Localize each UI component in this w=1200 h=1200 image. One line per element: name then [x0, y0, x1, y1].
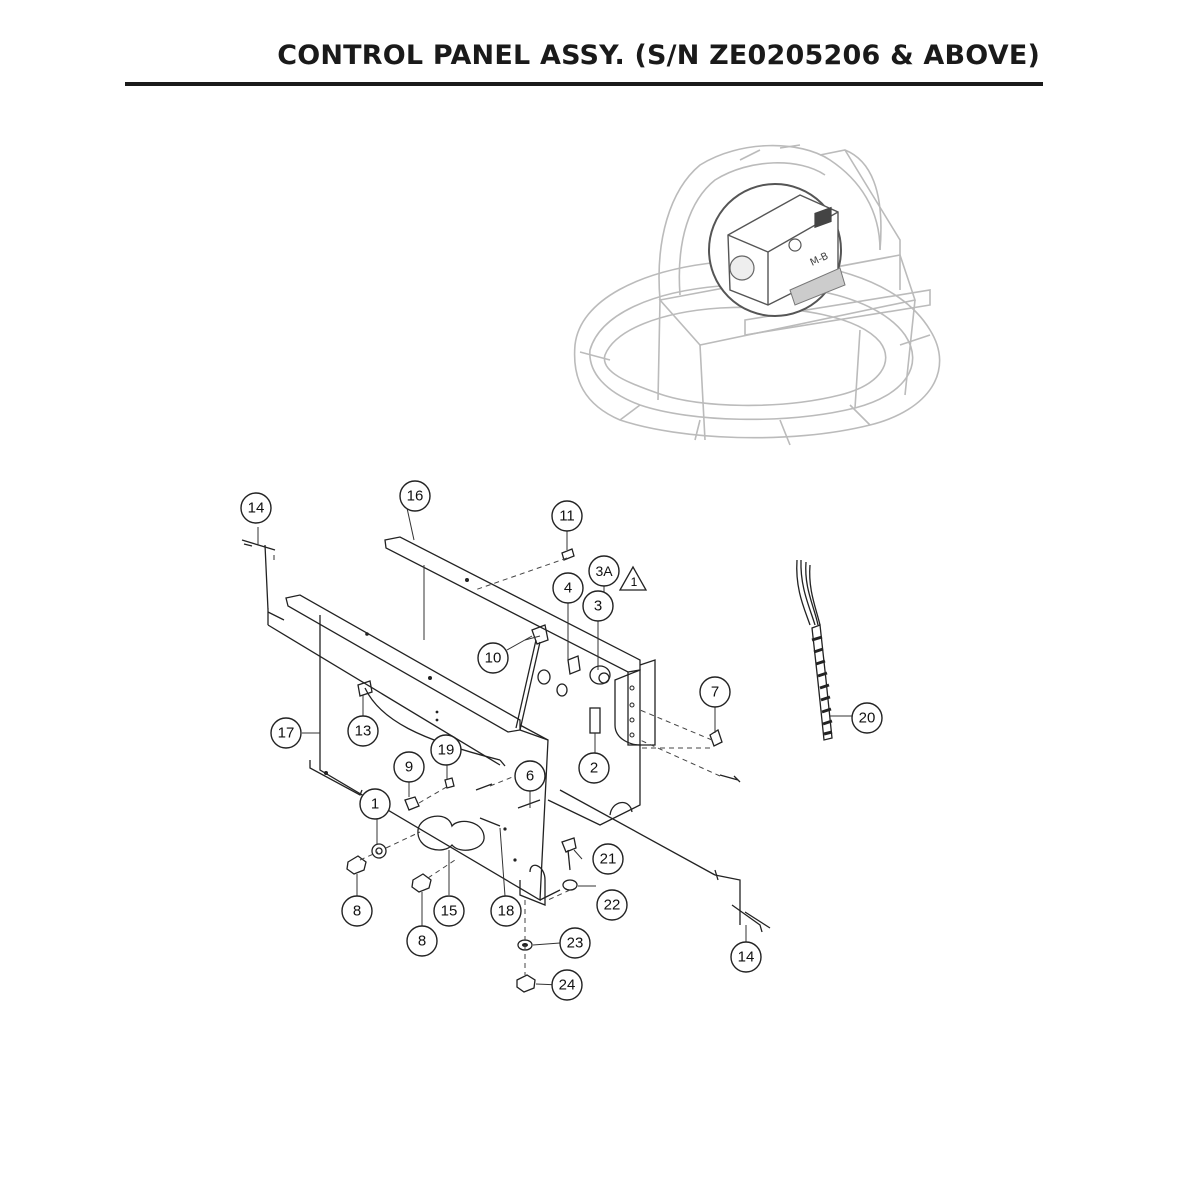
- callout-11: 11: [551, 500, 583, 532]
- svg-text:20: 20: [859, 710, 876, 727]
- callout-3: 3: [582, 590, 614, 622]
- callout-7: 7: [699, 676, 731, 708]
- callout-6: 6: [514, 760, 546, 792]
- callout-4: 4: [552, 572, 584, 604]
- rear-panel-16: [384, 536, 656, 826]
- svg-text:14: 14: [738, 949, 755, 966]
- callout-16: 16: [399, 480, 431, 512]
- svg-text:10: 10: [485, 650, 502, 667]
- svg-text:17: 17: [278, 725, 295, 742]
- callout-10: 10: [477, 642, 509, 674]
- callout-15: 15: [433, 895, 465, 927]
- callout-18: 18: [490, 895, 522, 927]
- svg-text:18: 18: [498, 903, 515, 920]
- svg-text:11: 11: [559, 508, 575, 525]
- callout-22: 22: [596, 889, 628, 921]
- callout-17: 17: [270, 717, 302, 749]
- svg-text:24: 24: [559, 977, 576, 994]
- svg-text:8: 8: [418, 933, 426, 950]
- front-panel-17: [285, 594, 561, 906]
- hardware-parts: [346, 548, 741, 993]
- svg-text:22: 22: [604, 897, 621, 914]
- svg-text:3A: 3A: [595, 563, 613, 579]
- svg-text:14: 14: [248, 500, 265, 517]
- callout-14: 14: [240, 492, 272, 524]
- wire-harness-20: [796, 559, 852, 741]
- svg-text:21: 21: [600, 851, 617, 868]
- note-flag-number: 1: [631, 575, 638, 589]
- callout-23: 23: [559, 927, 591, 959]
- svg-text:7: 7: [711, 684, 719, 701]
- revision-note-flag: 1: [618, 565, 648, 591]
- svg-text:19: 19: [438, 742, 455, 759]
- callout-8-left: 8: [341, 895, 373, 927]
- svg-text:23: 23: [567, 935, 584, 952]
- svg-text:2: 2: [590, 760, 598, 777]
- callout-19: 19: [430, 734, 462, 766]
- machine-overview-illustration: M-B: [573, 144, 941, 446]
- svg-text:1: 1: [371, 796, 379, 813]
- callout-24: 24: [551, 969, 583, 1001]
- svg-text:13: 13: [355, 723, 372, 740]
- title-rule: [125, 82, 1043, 86]
- svg-text:8: 8: [353, 903, 361, 920]
- callout-9: 9: [393, 751, 425, 783]
- callout-8-right: 8: [406, 925, 438, 957]
- callout-21: 21: [592, 843, 624, 875]
- callout-3A: 3A: [588, 555, 620, 587]
- svg-text:16: 16: [407, 488, 424, 505]
- callout-leaders: [302, 507, 716, 986]
- callout-13: 13: [347, 715, 379, 747]
- svg-text:3: 3: [594, 598, 602, 615]
- cable-14: [241, 527, 771, 942]
- callout-1: 1: [359, 788, 391, 820]
- svg-text:9: 9: [405, 759, 413, 776]
- callout-2: 2: [578, 752, 610, 784]
- svg-text:6: 6: [526, 768, 534, 785]
- svg-text:4: 4: [564, 580, 572, 597]
- callout-20: 20: [851, 702, 883, 734]
- callout-14-right: 14: [730, 941, 762, 973]
- svg-text:15: 15: [441, 903, 458, 920]
- page-title: CONTROL PANEL ASSY. (S/N ZE0205206 & ABO…: [277, 40, 1040, 71]
